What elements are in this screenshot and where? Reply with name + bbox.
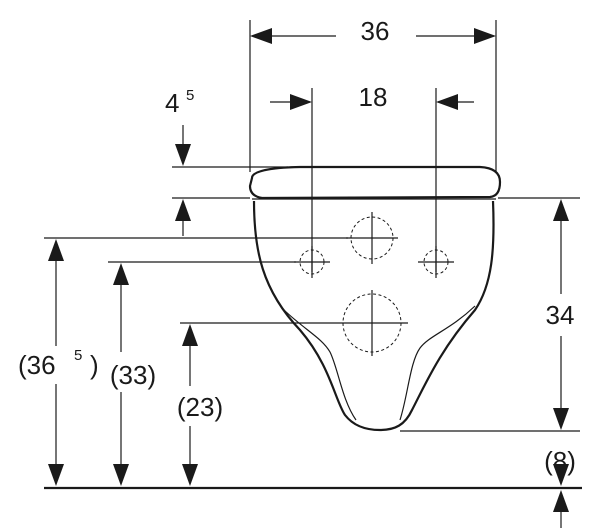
right-bolt-hole	[418, 246, 454, 278]
label-seat-offset-sup: 5	[186, 87, 194, 104]
extension-lines	[44, 20, 580, 432]
left-bolt-hole	[294, 246, 330, 278]
label-drain-height: (23)	[177, 392, 223, 422]
dimension-rear-height: (36 5 )	[18, 239, 99, 486]
label-overall-width: 36	[361, 16, 390, 46]
dimension-drain-height: (23)	[177, 324, 223, 486]
dimension-front-height: 34	[546, 199, 575, 430]
dimension-gap: (8)	[544, 446, 576, 528]
mounting-holes	[294, 212, 454, 356]
label-upper-bolt-height: (33)	[110, 360, 156, 390]
label-rear-height: (36	[18, 350, 56, 380]
upper-left-bolt-hole	[346, 212, 398, 264]
drain-outlet-hole	[336, 290, 408, 356]
label-front-height: 34	[546, 300, 575, 330]
label-rear-height-close: )	[90, 350, 99, 380]
dimension-overall-width: 36	[250, 16, 496, 46]
dimension-center-spacing: 18	[270, 82, 474, 112]
label-rear-height-sup: 5	[74, 347, 82, 364]
dimension-seat-offset: 4 5	[165, 87, 194, 236]
toilet-bowl-outline	[248, 165, 502, 432]
dimension-upper-bolt-height: (33)	[110, 263, 156, 486]
label-center-spacing: 18	[359, 82, 388, 112]
label-seat-offset: 4	[165, 88, 179, 118]
label-gap: (8)	[544, 446, 576, 476]
